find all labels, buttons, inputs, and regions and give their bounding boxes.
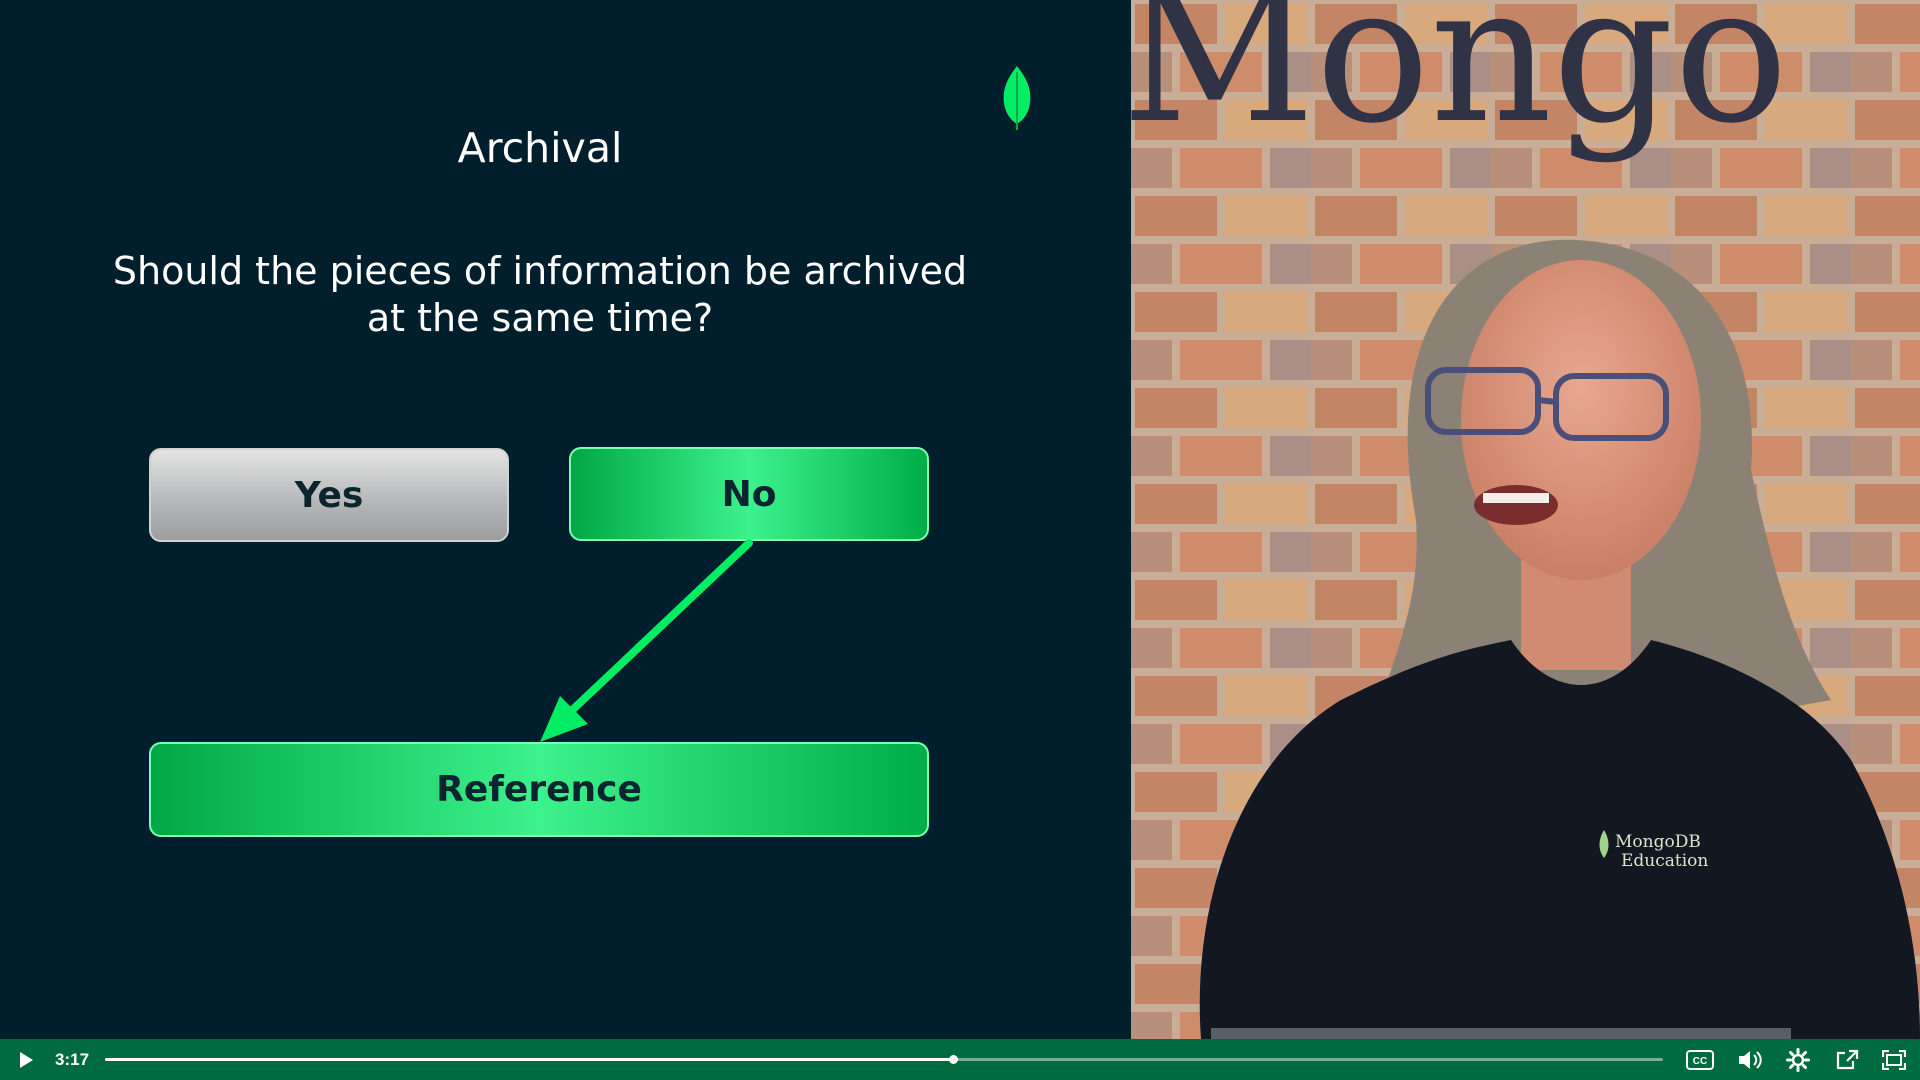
progress-handle[interactable] [948, 1055, 958, 1064]
presenter-video: Mongo MongoDB Education [1131, 0, 1920, 1039]
share-button[interactable] [1829, 1039, 1865, 1080]
mongodb-leaf-icon [1003, 66, 1031, 130]
volume-button[interactable] [1732, 1039, 1768, 1080]
settings-button[interactable] [1780, 1039, 1816, 1080]
yes-option[interactable]: Yes [149, 448, 509, 542]
play-button[interactable] [12, 1039, 40, 1080]
progress-bar-played [105, 1058, 953, 1061]
reference-option[interactable]: Reference [149, 742, 929, 837]
player-control-bar: 3:17 CC [0, 1039, 1920, 1080]
progress-bar[interactable] [105, 1055, 1663, 1064]
background-sign: Mongo [1131, 0, 1788, 165]
slide-title: Archival [457, 124, 623, 172]
volume-icon [1739, 1050, 1762, 1069]
yes-option-label: Yes [294, 474, 364, 516]
current-time: 3:17 [55, 1050, 90, 1069]
settings-gear-icon [1786, 1047, 1810, 1072]
shirt-logo-line2: Education [1621, 851, 1708, 871]
captions-button[interactable]: CC [1682, 1039, 1718, 1080]
fullscreen-icon [1882, 1049, 1906, 1070]
slide-panel: Archival Should the pieces of informatio… [112, 66, 1031, 837]
shirt-logo-line1: MongoDB [1615, 832, 1701, 852]
svg-text:CC: CC [1693, 1056, 1707, 1067]
fullscreen-button[interactable] [1876, 1039, 1912, 1080]
play-icon [20, 1051, 33, 1068]
closed-captions-icon: CC [1686, 1049, 1714, 1070]
no-option[interactable]: No [569, 447, 929, 541]
slide-question: Should the pieces of information be arch… [112, 249, 968, 340]
share-icon [1836, 1049, 1859, 1069]
reference-option-label: Reference [436, 769, 642, 810]
presenter-video-frame: Mongo MongoDB Education [1131, 0, 1920, 1039]
no-option-label: No [721, 473, 777, 515]
